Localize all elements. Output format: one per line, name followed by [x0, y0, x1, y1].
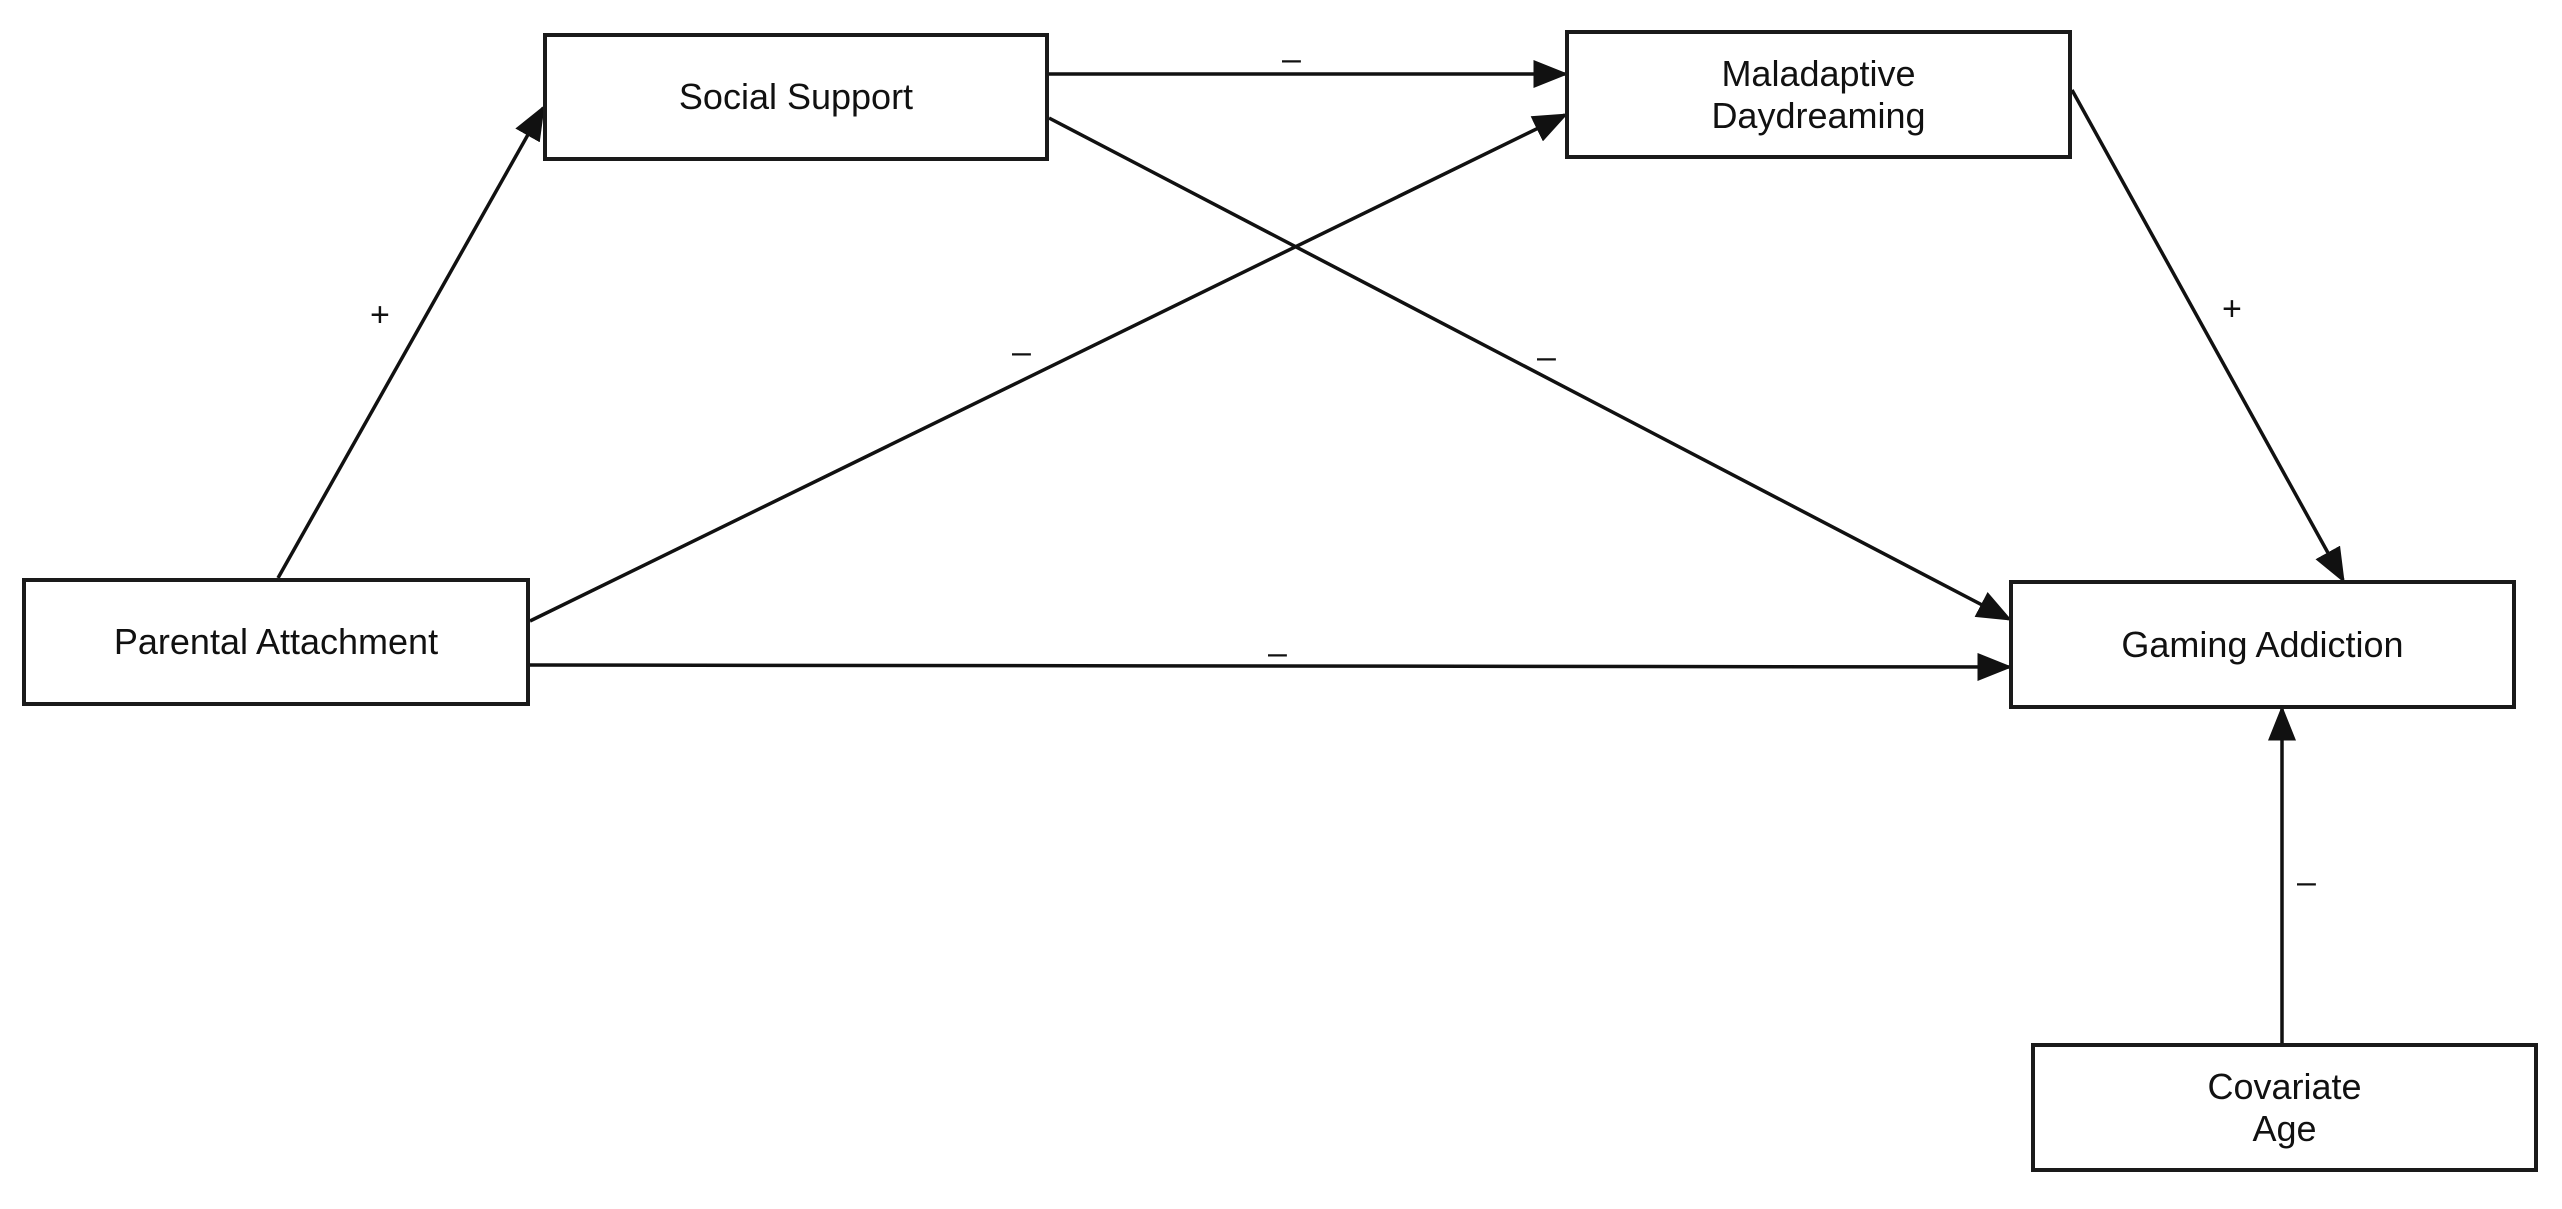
node-label-line-1: Maladaptive [1721, 52, 1916, 94]
node-social-support: Social Support [543, 33, 1049, 161]
sign-pa-ga: – [1268, 634, 1287, 672]
arrow-pa-ga [529, 652, 2013, 681]
node-covariate-age: Covariate Age [2031, 1043, 2538, 1172]
node-label-line-2: Daydreaming [1711, 94, 1926, 136]
sign-age-ga: – [2297, 863, 2316, 901]
node-parental-attachment: Parental Attachment [22, 578, 530, 706]
sign-pa-md: – [1012, 333, 1031, 371]
node-label: Gaming Addiction [2121, 623, 2404, 665]
arrow-pa-md [529, 113, 1569, 623]
sign-md-ga: + [2222, 290, 2242, 328]
node-label: Parental Attachment [113, 621, 439, 662]
arrow-md-ga [2070, 89, 2345, 584]
node-label-line-2: Age [2252, 1107, 2317, 1149]
arrow-ss-ga [1048, 116, 2013, 621]
node-label-line-1: Covariate [2207, 1065, 2362, 1107]
node-label: Social Support [678, 76, 914, 117]
node-gaming-addiction: Gaming Addiction [2009, 580, 2516, 709]
arrow-pa-ss [276, 104, 545, 579]
sign-ss-ga: – [1537, 338, 1556, 376]
sign-ss-md: – [1282, 40, 1301, 78]
node-maladaptive-daydreaming: Maladaptive Daydreaming [1565, 30, 2072, 159]
sign-pa-ss: + [370, 296, 390, 334]
